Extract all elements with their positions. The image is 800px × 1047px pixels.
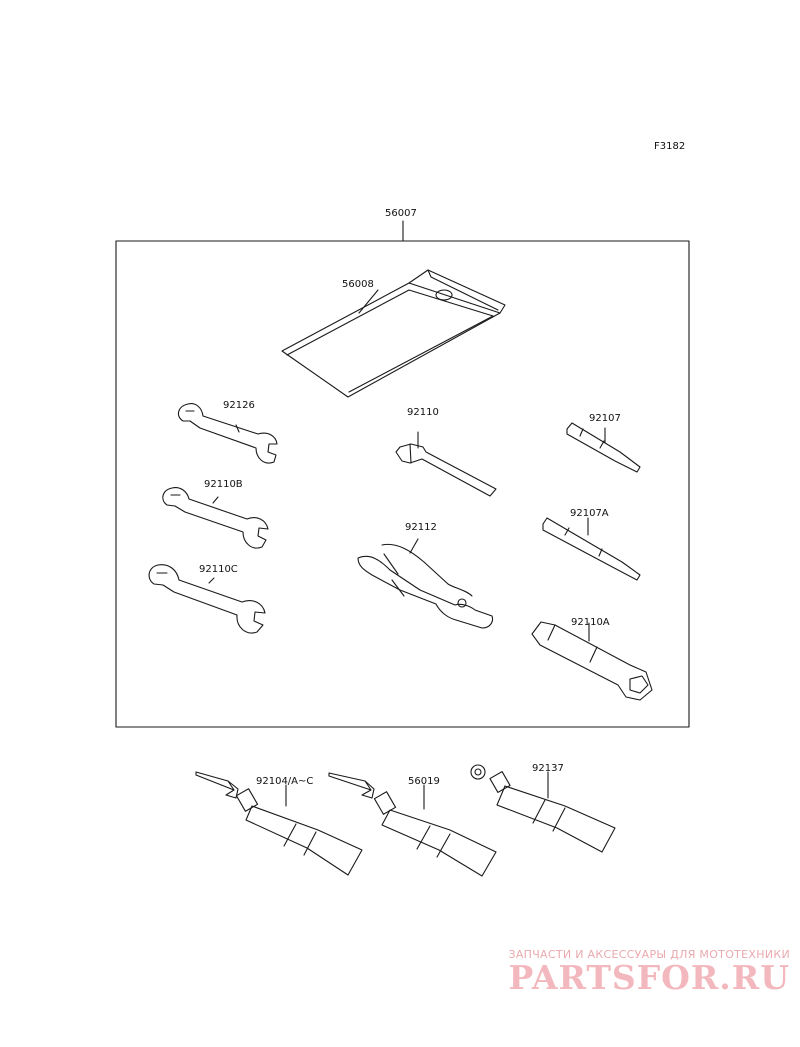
label-92110A: 92110A (571, 617, 610, 628)
label-92110C: 92110C (199, 564, 238, 575)
wrench-92110C[interactable] (148, 564, 266, 634)
watermark-tagline: ЗАПЧАСТИ И АКСЕССУАРЫ ДЛЯ МОТОТЕХНИКИ (508, 948, 790, 961)
label-92107A: 92107A (570, 508, 609, 519)
tool-pouch[interactable] (281, 269, 506, 398)
label-92107: 92107 (589, 413, 621, 424)
label-56008: 56008 (342, 279, 374, 290)
screwdriver-92107[interactable] (566, 422, 641, 473)
label-92137: 92137 (532, 763, 564, 774)
label-92112: 92112 (405, 522, 437, 533)
screwdriver-92107A[interactable] (542, 517, 641, 581)
label-56019: 56019 (408, 776, 440, 787)
grease-tube-92104[interactable] (195, 771, 363, 876)
watermark-brand[interactable]: PARTSFOR.RU (508, 958, 790, 997)
grease-tube-92137[interactable] (470, 764, 616, 853)
wrench-92126[interactable] (177, 403, 278, 464)
label-92110: 92110 (407, 407, 439, 418)
label-92126: 92126 (223, 400, 255, 411)
kit-box (115, 240, 690, 728)
kit-label: 56007 (385, 208, 417, 219)
label-92104: 92104/A~C (256, 776, 313, 787)
label-92110B: 92110B (204, 479, 243, 490)
grease-tube-56019[interactable] (328, 772, 497, 877)
pliers-92112[interactable] (357, 538, 494, 629)
wrench-92110B[interactable] (162, 487, 269, 549)
figure-code: F3182 (654, 141, 685, 152)
hex-key-92110[interactable] (395, 431, 497, 497)
socket-wrench-92110A[interactable] (531, 621, 653, 701)
